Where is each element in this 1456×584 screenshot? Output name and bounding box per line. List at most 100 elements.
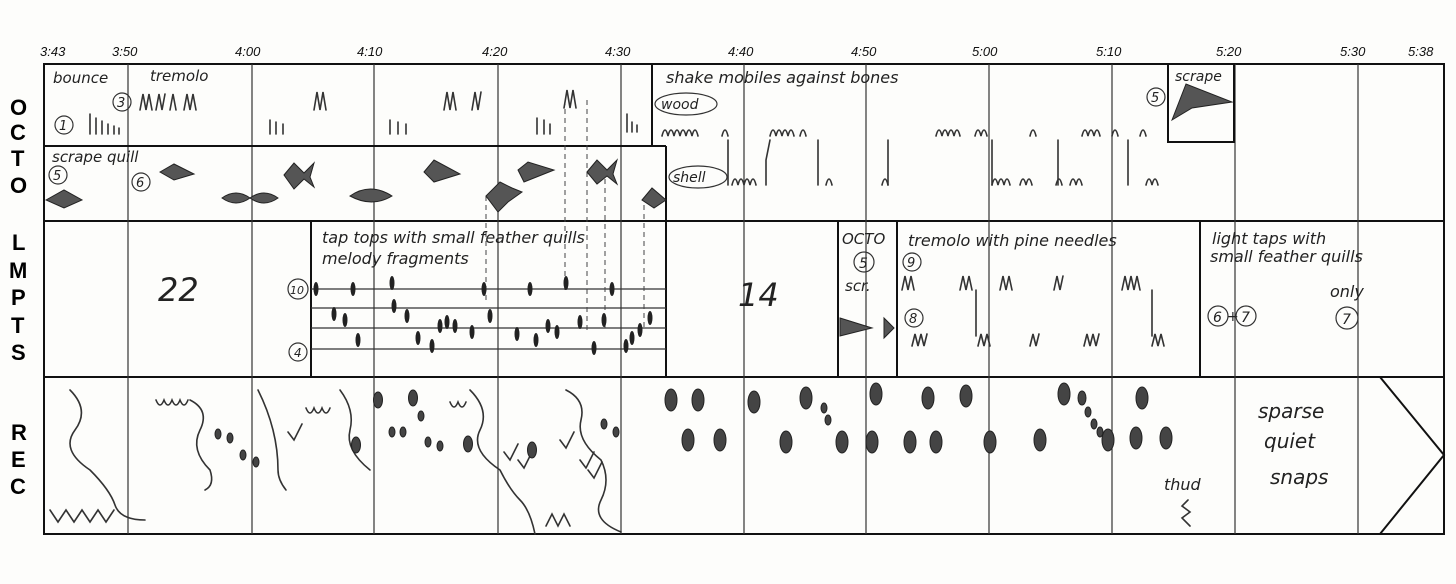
scrape-shape — [423, 159, 462, 183]
check-mark — [287, 423, 603, 480]
shell-oval — [668, 165, 728, 189]
marker-number: 5 — [1151, 91, 1159, 106]
circle-marker — [48, 165, 68, 185]
shake-label: shake mobiles against bones — [666, 68, 898, 87]
time-label: 4:50 — [851, 44, 877, 59]
snaps-label: snaps — [1270, 465, 1328, 489]
circle-marker — [853, 251, 875, 273]
marker-number: 7 — [1342, 312, 1351, 328]
connectors — [727, 139, 1129, 186]
circle-marker — [1146, 87, 1166, 107]
octo-letter: O — [10, 173, 27, 198]
circle-marker — [288, 342, 308, 362]
time-label: 4:30 — [605, 44, 631, 59]
quiet-label: quiet — [1264, 429, 1316, 453]
wave-line — [257, 389, 287, 491]
count-22: 22 — [158, 271, 199, 309]
wood-label: wood — [661, 97, 699, 113]
tremolo-strokes — [563, 89, 577, 109]
scrape-label: scrape — [1175, 69, 1222, 85]
scrape-shape — [641, 187, 667, 209]
circle-marker — [1207, 305, 1229, 327]
time-label: 5:10 — [1096, 44, 1122, 59]
circle-marker — [1235, 305, 1257, 327]
scrape-shape — [485, 181, 524, 213]
snap-dots — [214, 382, 1173, 468]
rec-letter: E — [11, 447, 26, 472]
tap-label: tap tops with small feather quills — [322, 228, 585, 247]
time-label: 5:30 — [1340, 44, 1366, 59]
light-taps-label: light taps with — [1212, 229, 1326, 248]
shell-loops — [731, 178, 1159, 186]
grace-notes — [155, 397, 467, 414]
wave-line — [469, 389, 536, 535]
marker-number: 10 — [290, 284, 304, 297]
circle-marker — [131, 172, 151, 192]
time-label: 4:00 — [235, 44, 261, 59]
time-label: 4:40 — [728, 44, 754, 59]
lmpts-section: 22 tap tops with small feather quills me… — [158, 228, 1364, 362]
wave-line — [189, 399, 213, 491]
thud-label: thud — [1164, 475, 1202, 494]
plus-sign: + — [1227, 309, 1239, 325]
shell-label: shell — [673, 170, 706, 186]
octo-letter: T — [11, 146, 25, 171]
scrape-shape — [283, 161, 316, 190]
score-grid — [43, 63, 1446, 535]
marker-number: 3 — [117, 96, 125, 111]
zigzag — [49, 508, 115, 524]
count-14: 14 — [738, 276, 779, 314]
octo-cue: OCTO — [842, 230, 885, 248]
octo-letter: C — [10, 120, 26, 145]
time-label: 5:20 — [1216, 44, 1242, 59]
time-label: 4:20 — [482, 44, 508, 59]
wave-line — [565, 389, 622, 533]
tremolo-strokes — [313, 91, 327, 111]
circle-marker — [902, 252, 922, 272]
bounce-strokes — [626, 113, 638, 133]
zigzag — [545, 512, 571, 528]
timeline: 3:43 3:50 4:00 4:10 4:20 4:30 4:40 4:50 … — [40, 44, 1434, 59]
scrape-shape — [517, 161, 556, 183]
tremolo-strokes — [443, 91, 482, 111]
bounce-label: bounce — [53, 69, 108, 87]
lmpts-letter: M — [9, 258, 27, 283]
tremolo-pine-label: tremolo with pine needles — [908, 231, 1117, 250]
melody-notes — [313, 276, 653, 355]
wood-oval — [654, 92, 718, 116]
wave-line — [69, 389, 146, 521]
wood-loops — [661, 129, 1147, 137]
rec-section: thud sparse quiet snaps — [49, 382, 1328, 535]
bounce-strokes — [269, 119, 284, 135]
lmpts-letter: S — [11, 340, 26, 365]
wave-line — [339, 389, 371, 471]
pine-connectors — [975, 289, 1153, 337]
scrape-shape — [883, 316, 895, 340]
marker-number: 1 — [59, 119, 67, 134]
sparse-label: sparse — [1258, 399, 1324, 423]
octo-section: bounce tremolo 1 3 scrape quill 5 6 shak… — [44, 67, 1234, 213]
scr-label: scr. — [845, 277, 871, 295]
tremolo-label: tremolo — [150, 67, 208, 85]
octo-letter: O — [10, 95, 27, 120]
marker-number: 9 — [907, 256, 915, 271]
bounce-strokes — [536, 117, 551, 135]
scrape-shape — [44, 189, 84, 209]
scrape-shape — [839, 317, 874, 337]
time-label: 3:43 — [40, 44, 66, 59]
scrape-shape — [158, 163, 196, 181]
scrape-shape — [221, 192, 279, 204]
circle-marker — [904, 308, 924, 328]
circle-marker — [54, 115, 74, 135]
bounce-strokes — [389, 119, 407, 135]
marker-number: 5 — [53, 169, 61, 184]
scrape-shape — [349, 188, 393, 203]
circle-marker — [1335, 306, 1359, 330]
time-label: 5:00 — [972, 44, 998, 59]
marker-number: 7 — [1241, 310, 1250, 326]
circle-marker — [287, 278, 309, 300]
marker-number: 6 — [136, 176, 144, 191]
pine-tremolo — [901, 275, 1141, 291]
lmpts-letter: L — [12, 230, 25, 255]
